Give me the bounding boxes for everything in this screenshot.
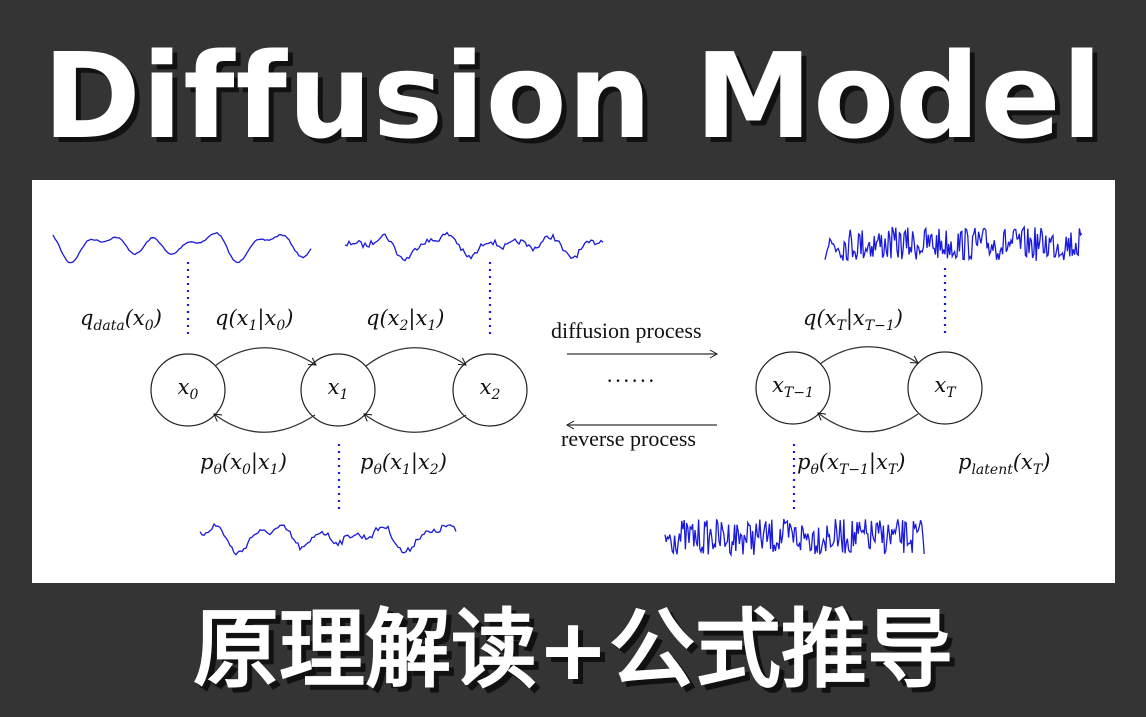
label-p-latent-xT: platent(xT): [958, 450, 1050, 478]
node-xT-label: xT: [934, 373, 955, 401]
label-text: x: [177, 375, 190, 399]
label-q-x1-x0: q(x1|x0): [215, 306, 293, 334]
label-text: |x: [257, 306, 277, 330]
label-subscript: 1: [269, 462, 279, 478]
label-text: q: [80, 306, 94, 330]
label-subscript: 1: [248, 318, 258, 334]
label-text: p: [797, 450, 811, 474]
label-text: ): [897, 450, 906, 474]
label-subscript: 2: [491, 387, 501, 403]
label-text: ): [285, 306, 294, 330]
label-text: ): [278, 450, 287, 474]
label-text: (x: [1012, 450, 1033, 474]
label-text: |x: [868, 450, 888, 474]
label-text: ): [153, 306, 162, 330]
label-subscript: θ: [373, 462, 382, 478]
label-subscript: 2: [399, 318, 409, 334]
page-subtitle: 原理解读+公式推导: [192, 600, 954, 700]
label-text: ): [436, 306, 445, 330]
node-x1-label: x1: [328, 375, 349, 403]
forward-arrow-x0-x1: [214, 347, 317, 367]
label-subscript: T−1: [783, 385, 814, 401]
reverse-arrow-x2-x1: [363, 413, 467, 433]
label-subscript: T: [946, 385, 956, 401]
diffusion-process-label: diffusion process: [551, 318, 702, 343]
reverse-arrow-xT-xT1: [817, 412, 919, 433]
label-subscript: T−1: [838, 462, 869, 478]
label-subscript: θ: [213, 462, 222, 478]
label-subscript: 1: [339, 387, 349, 403]
label-text: |x: [250, 450, 270, 474]
label-q-x2-x1: q(x2|x1): [366, 306, 444, 334]
label-text: q(x: [803, 306, 837, 330]
label-subscript: 1: [427, 318, 437, 334]
node-x0-label: x0: [178, 375, 199, 403]
label-text: ): [1042, 450, 1051, 474]
label-subscript: data: [93, 318, 125, 334]
node-xT-circle: [907, 351, 983, 425]
node-xT-1-label: xT−1: [772, 373, 814, 401]
label-text: p: [200, 450, 214, 474]
label-text: p: [360, 450, 374, 474]
label-text: |x: [845, 306, 865, 330]
forward-arrow-xT1-xT: [819, 346, 919, 365]
forward-arrow-x1-x2: [365, 347, 467, 367]
label-p-x0-x1: pθ(x0|x1): [200, 450, 287, 478]
label-text: ): [894, 306, 903, 330]
reverse-process-label: reverse process: [561, 426, 696, 451]
waveform-x1: [344, 231, 604, 262]
label-text: |x: [408, 306, 428, 330]
label-subscript: θ: [810, 462, 819, 478]
label-text: (x: [124, 306, 145, 330]
page-title: Diffusion Model: [42, 27, 1104, 165]
label-subscript: 0: [189, 387, 199, 403]
label-p-xT1-xT: pθ(xT−1|xT): [797, 450, 905, 478]
reverse-arrow-x1-x0: [213, 413, 316, 433]
label-text: p: [958, 450, 972, 474]
label-subscript: 2: [429, 462, 439, 478]
label-text: q(x: [215, 306, 249, 330]
node-xT-1-circle: [755, 351, 831, 425]
label-text: (x: [221, 450, 242, 474]
label-subscript: T: [836, 318, 846, 334]
node-x0-circle: [150, 353, 226, 427]
waveform-data-x0: [52, 231, 312, 264]
label-p-x1-x2: pθ(x1|x2): [360, 450, 447, 478]
node-x1-circle: [300, 353, 376, 427]
waveform-xT: [824, 225, 1083, 262]
label-subscript: 0: [144, 318, 154, 334]
label-subscript: 0: [276, 318, 286, 334]
label-q-data-x0: qdata(x0): [80, 306, 162, 334]
node-x2-label: x2: [480, 375, 501, 403]
label-subscript: T: [887, 462, 898, 478]
label-q-xT-xT1: q(xT|xT−1): [803, 306, 903, 334]
waveform-reconstructed-x0: [199, 522, 457, 556]
label-subscript: latent: [971, 462, 1013, 478]
label-subscript: T: [1032, 462, 1043, 478]
label-subscript: 0: [241, 462, 251, 478]
label-text: x: [479, 375, 492, 399]
waveform-latent: [664, 518, 925, 558]
label-text: (x: [818, 450, 839, 474]
label-text: q(x: [366, 306, 400, 330]
label-subscript: 1: [401, 462, 411, 478]
label-text: ): [438, 450, 447, 474]
label-text: |x: [410, 450, 430, 474]
node-x2-circle: [452, 353, 528, 427]
label-text: x: [327, 375, 340, 399]
label-text: (x: [381, 450, 402, 474]
ellipsis: ······: [606, 368, 656, 393]
label-text: x: [934, 373, 947, 397]
label-text: x: [772, 373, 784, 397]
label-subscript: T−1: [864, 318, 895, 334]
